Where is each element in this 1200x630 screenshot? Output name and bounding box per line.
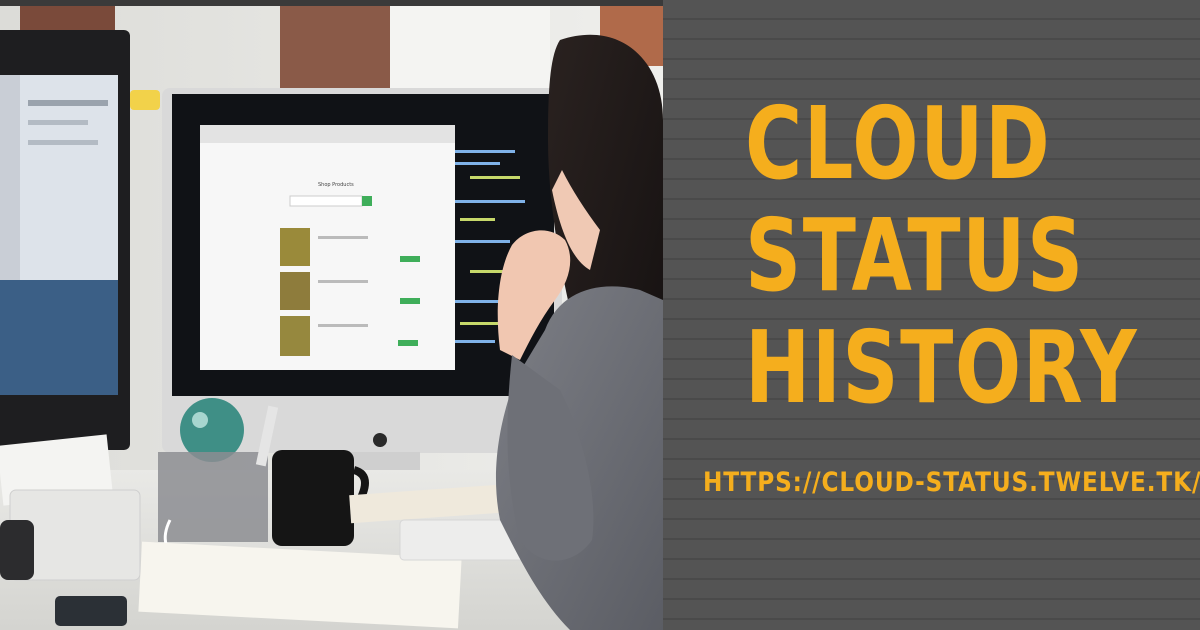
left-monitor <box>0 30 130 450</box>
sticky-note <box>130 90 160 110</box>
desk-items <box>0 398 551 629</box>
title-line-cloud: CLOUD <box>745 85 1052 202</box>
paper-notepad <box>138 541 462 629</box>
coffee-mug <box>272 450 354 546</box>
office-photo: Shop Products <box>0 0 663 630</box>
site-url: HTTPS://CLOUD-STATUS.TWELVE.TK/ <box>703 467 1200 498</box>
title-line-status: STATUS <box>745 197 1085 314</box>
office-photo-illustration: Shop Products <box>0 0 663 630</box>
banner-title: CLOUD STATUS HISTORY <box>745 88 1138 424</box>
desk-phone-icon <box>0 520 34 580</box>
screen-heading: Shop Products <box>318 182 354 188</box>
person-working <box>495 34 663 630</box>
main-monitor: Shop Products <box>162 88 562 480</box>
smartphone-icon <box>55 596 127 626</box>
title-panel: CLOUD STATUS HISTORY HTTPS://CLOUD-STATU… <box>663 0 1200 630</box>
screen-products <box>280 228 420 356</box>
title-line-history: HISTORY <box>745 309 1139 426</box>
pen-holder <box>158 452 268 542</box>
apple-logo-icon <box>373 433 387 447</box>
